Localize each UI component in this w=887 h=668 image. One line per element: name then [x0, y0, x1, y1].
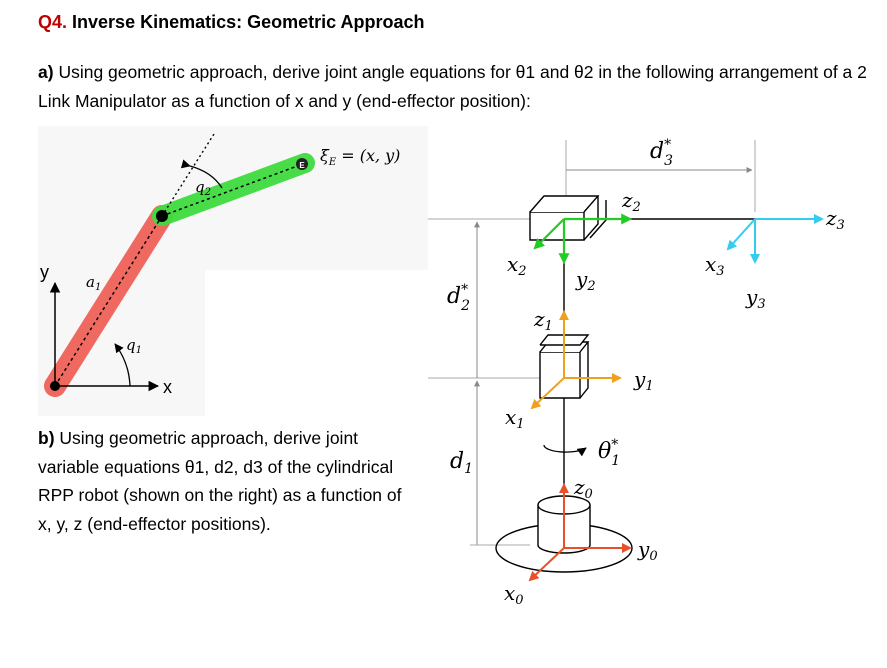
q1-angle-arc	[114, 343, 131, 387]
base-joint	[50, 381, 60, 391]
q1-label: q1	[126, 336, 142, 356]
z3-label: z3	[825, 206, 845, 233]
link-2-centerline	[161, 164, 301, 217]
y2-label: y2	[575, 267, 596, 294]
d2-label: d*2	[447, 282, 470, 314]
x-axis-label: x	[163, 377, 172, 397]
joint2-block-top	[529, 195, 600, 213]
x0-label: x0	[504, 581, 524, 608]
theta1-label: θ*1	[598, 437, 620, 469]
part-a-text: Using geometric approach, derive joint a…	[38, 62, 867, 111]
y-axis-label: y	[40, 262, 49, 282]
x1-axis	[530, 377, 565, 410]
part-b-prompt: b) Using geometric approach, derive join…	[38, 424, 408, 538]
end-effector-marker-label: E	[299, 161, 305, 170]
a1-label: a1	[86, 273, 101, 293]
joint2-block-side	[583, 196, 599, 241]
y1-label: y1	[633, 367, 654, 394]
rpp-robot-figure: d*3 d*2 d1 θ*1 z3 x3 y3 z2 x2 y2 z1 y1 x…	[428, 137, 845, 608]
end-effector-equation: ξE = (x, y)	[320, 146, 400, 168]
part-b-label: b)	[38, 428, 55, 448]
joint1-block	[539, 351, 581, 399]
end-effector-marker	[296, 158, 308, 170]
x0-axis	[528, 547, 565, 582]
d3-label: d*3	[650, 137, 673, 169]
elbow-joint	[156, 210, 168, 222]
q2-label: q2	[195, 178, 211, 198]
figure-background-cutout	[205, 270, 428, 416]
part-a-prompt: a) Using geometric approach, derive join…	[38, 58, 868, 116]
theta1-rotation-arrow	[543, 444, 587, 457]
question-number: Q4.	[38, 12, 68, 32]
part-b-text: Using geometric approach, derive joint v…	[38, 428, 402, 534]
joint1-block-side	[579, 342, 589, 399]
question-heading: Inverse Kinematics: Geometric Approach	[72, 12, 425, 32]
z0-label: z0	[573, 475, 593, 502]
y3-label: y3	[745, 285, 766, 312]
y0-label: y0	[637, 537, 658, 564]
x3-label: x3	[705, 252, 725, 279]
d1-label: d1	[450, 449, 473, 477]
z1-label: z1	[533, 307, 553, 334]
x3-axis	[726, 218, 756, 251]
x1-label: x1	[505, 405, 525, 432]
q2-angle-arc	[180, 159, 223, 189]
link-1	[44, 205, 173, 397]
x2-label: x2	[507, 252, 527, 279]
link-1-extension	[161, 133, 215, 217]
question-title: Q4. Inverse Kinematics: Geometric Approa…	[38, 12, 424, 33]
z2-label: z2	[621, 188, 641, 215]
x2-axis	[533, 218, 565, 250]
part-a-label: a)	[38, 62, 54, 82]
